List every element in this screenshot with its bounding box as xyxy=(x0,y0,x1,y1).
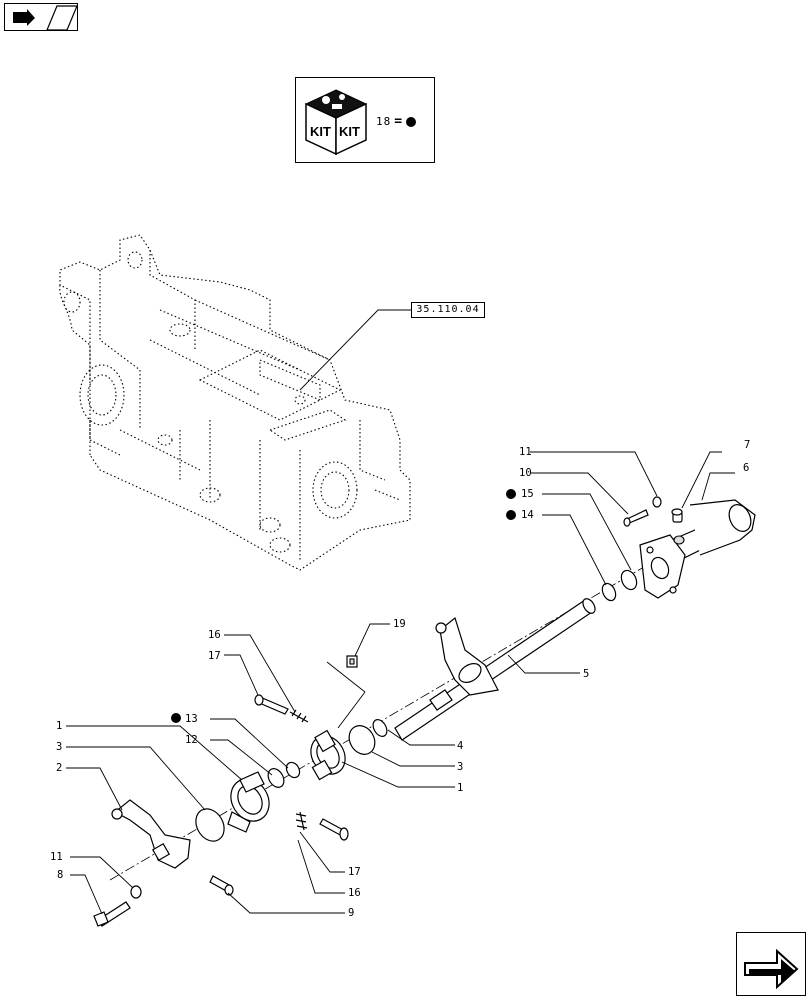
kit-label-left: KIT xyxy=(310,124,331,139)
leader-lines xyxy=(66,451,735,915)
callout-8: 8 xyxy=(57,869,63,881)
callout-11-bottom: 11 xyxy=(50,851,63,863)
part-9-screw-head xyxy=(224,884,234,896)
part-7-grease-nipple xyxy=(671,508,683,523)
callout-9: 9 xyxy=(348,907,354,919)
part-8-bolt-head xyxy=(93,911,109,927)
callout-19: 19 xyxy=(393,618,406,630)
hand-pointing-icon xyxy=(13,5,78,31)
part-1-clamp-right xyxy=(310,729,346,781)
kit-legend-box: KIT KIT 18 = xyxy=(295,77,435,163)
previous-page-icon[interactable] xyxy=(4,3,78,31)
kit-legend-number: 18 xyxy=(376,115,392,128)
part-6-housing-tube xyxy=(639,499,756,599)
callout-3-right: 3 xyxy=(457,761,463,773)
kit-marker-15 xyxy=(506,489,516,499)
transmission-housing-ghost xyxy=(59,234,411,571)
kit-legend-equals: = xyxy=(394,114,404,129)
callout-15: 15 xyxy=(521,488,534,500)
reference-leader-line xyxy=(299,309,411,391)
part-1-clamp-left xyxy=(227,771,270,833)
part-19-pin xyxy=(326,655,366,729)
callout-12: 12 xyxy=(185,734,198,746)
part-12-ring xyxy=(267,768,285,788)
reference-box[interactable]: 35.110.04 xyxy=(411,302,485,318)
kit-marker-13 xyxy=(171,713,181,723)
part-11-washer-lower xyxy=(130,885,142,899)
callout-13: 13 xyxy=(185,713,198,725)
part-3-bushing-right xyxy=(348,725,376,755)
next-page-arrow-icon xyxy=(744,948,799,990)
callout-7: 7 xyxy=(744,439,750,451)
callout-5: 5 xyxy=(583,668,589,680)
callout-3-left: 3 xyxy=(56,741,62,753)
callout-11-top: 11 xyxy=(519,446,532,458)
callout-10: 10 xyxy=(519,467,532,479)
part-2-lever xyxy=(111,799,191,869)
callout-14: 14 xyxy=(521,509,534,521)
part-17-bolt-head xyxy=(254,694,264,706)
part-15-o-ring xyxy=(620,569,638,591)
callout-6: 6 xyxy=(743,462,749,474)
part-16-spring-upper xyxy=(289,709,309,723)
part-16-spring-lower xyxy=(295,811,308,831)
callout-17-bottom: 17 xyxy=(348,866,361,878)
kit-marker-14 xyxy=(506,510,516,520)
part-5-shaft xyxy=(394,598,596,741)
part-13-ring xyxy=(285,761,301,779)
part-17-bolt-lower-head xyxy=(339,827,349,841)
part-11-washer-upper xyxy=(652,496,662,508)
callout-labels: 11 10 15 14 7 6 5 4 3 1 19 16 17 13 12 1… xyxy=(50,439,750,919)
part-10-screw xyxy=(623,509,649,527)
kit-legend: 18 = xyxy=(376,114,417,129)
callout-1-right: 1 xyxy=(457,782,463,794)
part-4-ring xyxy=(372,719,388,737)
kit-marker-dot xyxy=(406,116,417,127)
callout-2: 2 xyxy=(56,762,62,774)
callout-1-left: 1 xyxy=(56,720,62,732)
kit-cube-icon: KIT KIT xyxy=(304,89,368,156)
kit-label-right: KIT xyxy=(339,124,360,139)
callout-16-bottom: 16 xyxy=(348,887,361,899)
callout-16-top: 16 xyxy=(208,629,221,641)
callout-4: 4 xyxy=(457,740,463,752)
callout-17-top: 17 xyxy=(208,650,221,662)
next-page-icon[interactable] xyxy=(736,932,806,996)
part-14-o-ring xyxy=(601,582,617,602)
part-3-bushing-left xyxy=(195,808,225,842)
